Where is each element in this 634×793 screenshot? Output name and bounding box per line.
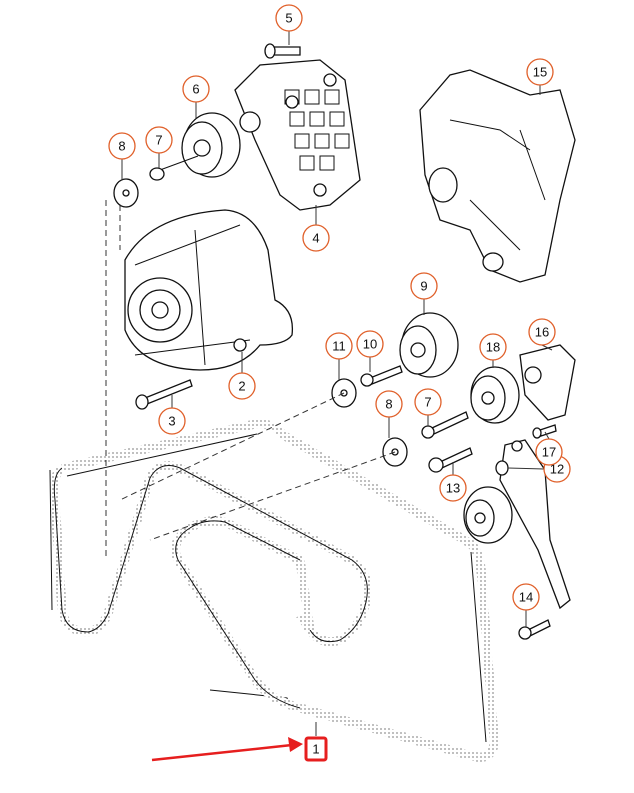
callout-label: 18 (486, 340, 500, 355)
callout-outline (182, 75, 210, 103)
alternator (124, 209, 294, 371)
callout-17: 17 (535, 438, 563, 466)
bolt-5 (264, 43, 301, 59)
callout-outline (108, 132, 136, 160)
callout-13: 13 (439, 474, 467, 502)
callout-label: 5 (285, 11, 292, 26)
callout-label: 8 (118, 139, 125, 154)
callout-outline (526, 58, 554, 86)
bolt-7b (421, 411, 469, 439)
bolt-3 (135, 379, 193, 410)
assembly-line (149, 451, 396, 541)
callout-label: 17 (542, 445, 556, 460)
callout-outline (145, 126, 173, 154)
callout-1: 1 (304, 736, 328, 762)
callout-label: 16 (535, 325, 549, 340)
callout-3: 3 (158, 407, 186, 435)
callout-outline (410, 272, 438, 300)
assembly-line (119, 392, 345, 501)
cap-8 (113, 178, 139, 208)
callout-label: 14 (519, 590, 533, 605)
callout-outline (158, 407, 186, 435)
callout-label: 15 (533, 65, 547, 80)
callout-outline (325, 332, 353, 360)
callout-10: 10 (356, 330, 384, 358)
callout-label: 7 (155, 133, 162, 148)
callout-16: 16 (528, 318, 556, 346)
callout-9: 9 (410, 272, 438, 300)
callout-label: 13 (446, 481, 460, 496)
callout-outline (356, 330, 384, 358)
callout-label: 4 (312, 231, 319, 246)
callout-11: 11 (325, 332, 353, 360)
bolt-10 (360, 365, 403, 387)
callout-8: 8 (375, 390, 403, 418)
compressor-bracket (419, 69, 576, 283)
callout-2: 2 (228, 372, 256, 400)
callout-label: 8 (385, 397, 392, 412)
callout-14: 14 (512, 583, 540, 611)
callout-outline (439, 474, 467, 502)
pointer-arrow (151, 737, 303, 762)
callout-label: 2 (238, 379, 245, 394)
callout-7: 7 (145, 126, 173, 154)
bolt-7 (149, 155, 199, 181)
callout-outline (528, 318, 556, 346)
assembly-line (105, 200, 121, 560)
bolt-13 (428, 447, 473, 473)
callout-outline (414, 388, 442, 416)
callout-4: 4 (302, 224, 330, 252)
callout-outline (535, 438, 563, 466)
callout-outline (512, 583, 540, 611)
idler-pulley-18 (470, 366, 520, 424)
callout-label: 7 (424, 395, 431, 410)
callout-outline (302, 224, 330, 252)
callout-label: 6 (192, 82, 199, 97)
callout-15: 15 (526, 58, 554, 86)
callout-5: 5 (275, 4, 303, 32)
bolt-14 (518, 619, 551, 640)
tensioner-assembly (463, 439, 571, 610)
callout-outline (479, 333, 507, 361)
washer-12 (495, 460, 509, 476)
callout-outline (275, 4, 303, 32)
callout-outline (228, 372, 256, 400)
callout-outline (375, 390, 403, 418)
callout-18: 18 (479, 333, 507, 361)
callout-8: 8 (108, 132, 136, 160)
callout-label: 1 (312, 742, 319, 757)
ribbed-belt (49, 419, 499, 762)
callout-label: 9 (420, 279, 427, 294)
callout-6: 6 (182, 75, 210, 103)
bolt-17 (532, 424, 557, 439)
callout-7: 7 (414, 388, 442, 416)
callout-label: 3 (168, 414, 175, 429)
callout-label: 12 (550, 462, 564, 477)
bracket-16 (519, 344, 576, 421)
alternator-bracket (234, 59, 361, 211)
idler-pulley-6 (181, 112, 241, 178)
idler-pulley-9 (399, 312, 459, 378)
callout-label: 10 (363, 337, 377, 352)
callout-outline (304, 736, 328, 762)
callout-label: 11 (332, 339, 346, 354)
leader-lines (121, 31, 553, 736)
